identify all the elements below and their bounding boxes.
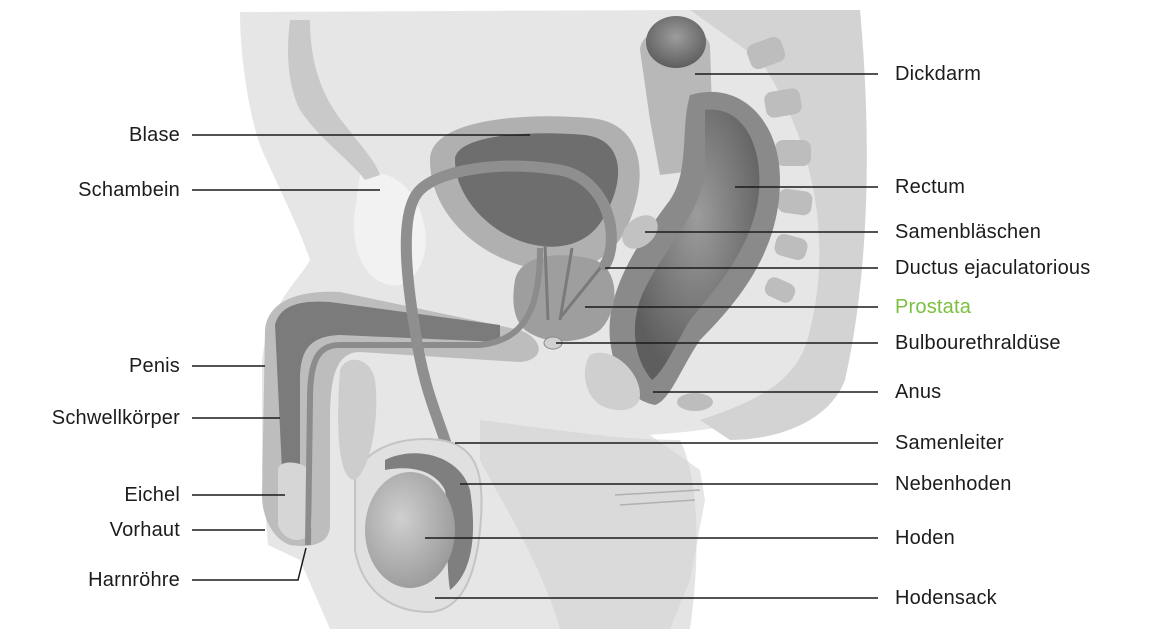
label-schambein: Schambein bbox=[10, 178, 180, 202]
label-hodensack: Hodensack bbox=[895, 586, 997, 610]
label-schwellkoerper: Schwellkörper bbox=[10, 406, 180, 430]
label-nebenhoden: Nebenhoden bbox=[895, 472, 1012, 496]
label-prostata: Prostata bbox=[895, 295, 971, 319]
label-anus: Anus bbox=[895, 380, 941, 404]
colon-lumen bbox=[646, 16, 706, 68]
anal-sphincter bbox=[677, 393, 713, 411]
label-blase: Blase bbox=[10, 123, 180, 147]
label-hoden: Hoden bbox=[895, 526, 955, 550]
testis bbox=[365, 472, 455, 588]
label-eichel: Eichel bbox=[10, 483, 180, 507]
label-dickdarm: Dickdarm bbox=[895, 62, 981, 86]
label-samenleiter: Samenleiter bbox=[895, 431, 1004, 455]
label-rectum: Rectum bbox=[895, 175, 965, 199]
label-bulbourethraldruese: Bulbourethraldüse bbox=[895, 331, 1061, 355]
label-penis: Penis bbox=[10, 354, 180, 378]
label-harnroehre: Harnröhre bbox=[10, 568, 180, 592]
label-vorhaut: Vorhaut bbox=[10, 518, 180, 542]
label-samenblaeschen: Samenbläschen bbox=[895, 220, 1041, 244]
label-ductus-ejaculatorius: Ductus ejaculatorious bbox=[895, 256, 1090, 280]
